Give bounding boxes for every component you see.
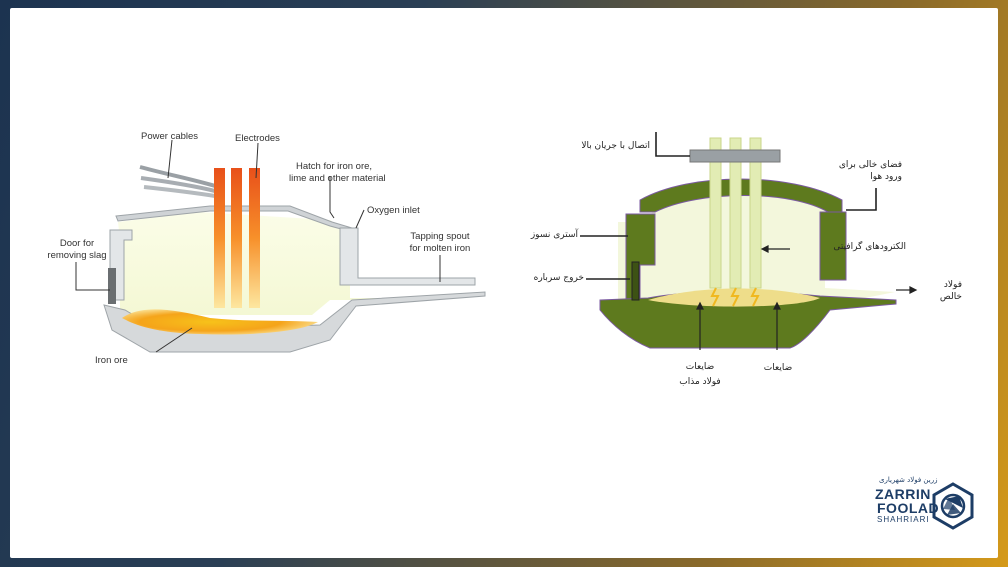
- furnace-wall-right: [339, 227, 476, 286]
- label-door-line2: removing slag: [47, 250, 107, 261]
- logo-line3: SHAHRIARI: [877, 515, 930, 524]
- logo-persian: زرین فولاد شهریاری: [879, 476, 938, 484]
- power-cable: [140, 176, 216, 193]
- label-slag-outlet: خروج سرباره: [533, 273, 584, 283]
- label-oxygen-inlet: Oxygen inlet: [367, 205, 420, 216]
- label-pure-steel-line1: فولاد: [943, 280, 962, 290]
- arc-spark: [750, 287, 760, 307]
- label-scrap-right: ضایعات: [763, 363, 793, 373]
- label-power-cables: Power cables: [141, 131, 199, 142]
- label-air-space-line2: ورود هوا: [870, 172, 902, 182]
- right-furnace: [580, 132, 918, 350]
- electrode: [231, 168, 242, 308]
- left-furnace: [75, 139, 486, 353]
- power-cable: [143, 185, 216, 198]
- arc-spark: [710, 287, 720, 307]
- furnace-wall-right: [819, 211, 847, 281]
- label-tapping-line2: for molten iron: [409, 243, 471, 254]
- electrode: [214, 168, 225, 308]
- camera-aperture-icon: [932, 482, 974, 530]
- company-logo: زرین فولاد شهریاری ZARRIN FOOLAD SHAHRIA…: [875, 473, 985, 543]
- label-iron-ore: Iron ore: [95, 355, 128, 366]
- logo-line1: ZARRIN: [875, 486, 931, 502]
- molten-iron: [122, 309, 318, 335]
- label-refractory: آستری نسوز: [530, 230, 578, 240]
- furnace-interior: [118, 212, 440, 315]
- label-tapping-line1: Tapping spout: [410, 231, 470, 242]
- right-arrows: [696, 245, 918, 350]
- electrode: [249, 168, 260, 308]
- logo-line2: FOOLAD: [877, 500, 940, 516]
- label-pure-steel-line2: خالص: [939, 292, 962, 302]
- right-leader-lines: [580, 132, 877, 280]
- label-upper-current: اتصال با جریان بالا: [581, 141, 650, 151]
- label-hatch-line1: Hatch for iron ore,: [296, 161, 373, 172]
- label-door-line1: Door for: [59, 238, 95, 249]
- label-molten-steel: فولاد مذاب: [679, 377, 721, 387]
- label-hatch-line2: lime and other material: [289, 173, 386, 184]
- label-graphite-electrodes: الکترودهای گرافیتی: [833, 242, 906, 252]
- arc-spark: [730, 287, 740, 307]
- slag-door: [108, 268, 116, 304]
- slag-door: [631, 261, 640, 301]
- label-electrodes: Electrodes: [235, 133, 280, 144]
- label-scrap-left: ضایعات: [685, 362, 715, 372]
- label-air-space-line1: فضای خالی برای: [838, 160, 902, 170]
- electrode-clamp: [689, 149, 781, 163]
- power-cable: [139, 165, 216, 188]
- left-leader-lines: [75, 139, 441, 353]
